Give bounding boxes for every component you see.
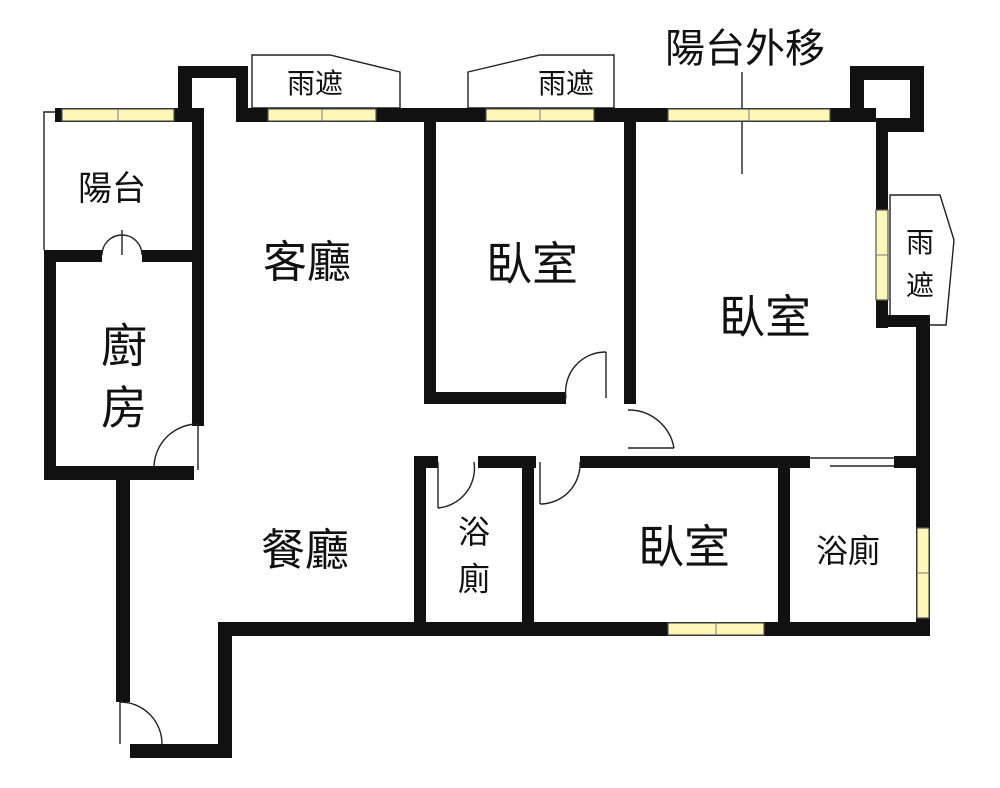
room-label-dining-room: 餐廳 xyxy=(261,525,349,576)
room-label-bath-1-line1: 浴 xyxy=(458,513,490,551)
room-label-living-room: 客廳 xyxy=(263,237,351,288)
room-label-kitchen-line2: 房 xyxy=(101,381,147,435)
canopy-outline-3 xyxy=(889,194,955,326)
canopy-label-3-line1: 雨 xyxy=(906,226,934,259)
doors xyxy=(101,230,675,745)
room-label-kitchen-line1: 廚 xyxy=(101,319,147,373)
windows xyxy=(61,108,930,636)
room-label-balcony: 陽台 xyxy=(78,169,146,209)
canopy-label-1: 雨遮 xyxy=(287,67,343,100)
annotation-label: 陽台外移 xyxy=(665,26,825,72)
canopy-label-2: 雨遮 xyxy=(538,67,594,100)
canopy-label-3-line2: 遮 xyxy=(906,269,934,302)
room-label-bedroom-1: 臥室 xyxy=(486,237,578,291)
room-label-bath-1-line2: 廁 xyxy=(458,560,490,598)
walls xyxy=(44,66,930,758)
room-label-bedroom-3: 臥室 xyxy=(638,520,730,574)
room-label-bedroom-2: 臥室 xyxy=(719,290,811,344)
room-label-bath-2: 浴廁 xyxy=(816,532,880,570)
sliding-door xyxy=(810,457,894,467)
balcony-outline xyxy=(43,111,58,250)
